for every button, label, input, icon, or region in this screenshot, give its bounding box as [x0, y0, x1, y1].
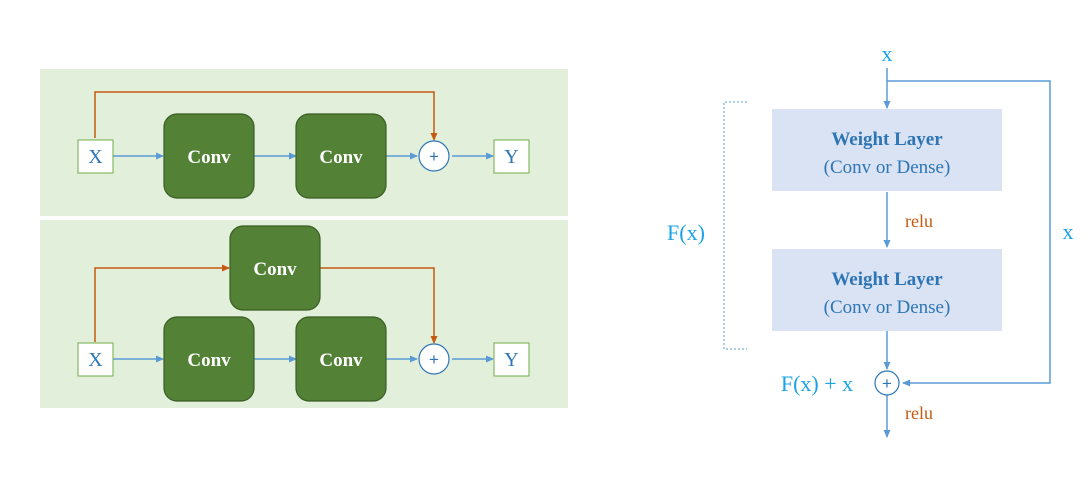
bottom-conv-block-2 [295, 316, 387, 402]
bottom-residual-block: Conv X Conv Conv + Y [40, 220, 568, 408]
top-skip-connection [94, 91, 438, 141]
bottom-skip-from-conv [320, 267, 438, 344]
bottom-skip-to-conv [94, 264, 230, 342]
top-input-box [77, 139, 114, 174]
sum-label: F(x) + x [781, 371, 853, 396]
weight-layer-1-title: Weight Layer [831, 129, 943, 150]
bottom-input-label: X [88, 349, 103, 371]
residual-schematic: x x Weight Layer (Conv or Dense) relu We… [667, 41, 1074, 438]
top-add-node [418, 140, 450, 172]
bottom-shortcut-conv-label: Conv [253, 259, 297, 280]
bottom-add-node [418, 343, 450, 375]
top-output-label: Y [504, 146, 518, 168]
identity-skip-connection [887, 80, 1051, 387]
weight-layer-2-title: Weight Layer [831, 269, 943, 290]
bottom-output-label: Y [504, 349, 518, 371]
bottom-output-box [493, 342, 530, 377]
bottom-conv-block-1 [163, 316, 255, 402]
bottom-add-symbol: + [429, 350, 439, 369]
bottom-input-box [77, 342, 114, 377]
weight-layer-2-subtitle: (Conv or Dense) [824, 297, 951, 318]
bottom-conv-label-2: Conv [319, 350, 363, 371]
fx-bracket [723, 101, 747, 350]
activation-label-2: relu [905, 403, 933, 423]
top-add-symbol: + [429, 147, 439, 166]
weight-layer-1-subtitle: (Conv or Dense) [824, 157, 951, 178]
bottom-shortcut-conv-block [229, 225, 321, 311]
skip-label: x [1063, 219, 1074, 244]
top-conv-label-2: Conv [319, 147, 363, 168]
top-residual-block: X Conv Conv + Y [40, 69, 568, 216]
top-input-label: X [88, 146, 103, 168]
schematic-add-node [874, 370, 900, 396]
schematic-input-label: x [882, 41, 893, 66]
fx-label: F(x) [667, 220, 705, 245]
bottom-conv-label-1: Conv [187, 350, 231, 371]
top-conv-label-1: Conv [187, 147, 231, 168]
activation-label-1: relu [905, 211, 933, 231]
weight-layer-1 [772, 109, 1002, 191]
top-output-box [493, 139, 530, 174]
top-conv-block-2 [295, 113, 387, 199]
top-conv-block-1 [163, 113, 255, 199]
schematic-add-symbol: + [882, 374, 892, 393]
weight-layer-2 [772, 249, 1002, 331]
